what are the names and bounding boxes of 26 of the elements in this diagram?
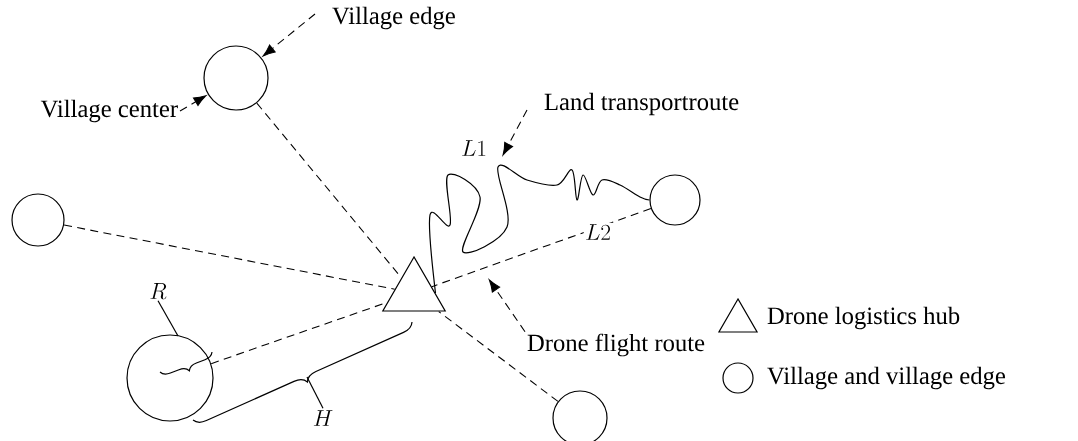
- callout-text: Drone flight route: [527, 333, 705, 357]
- callout-text: Land transportroute: [544, 92, 739, 116]
- edge-label: $L2$: [583, 222, 613, 242]
- flight-route-line: [63, 224, 396, 290]
- village-circle: [126, 334, 214, 422]
- leader-line: [157, 300, 179, 337]
- flight-route-line: [438, 311, 559, 402]
- land-route-line: [428, 164, 650, 294]
- flight-route-line: [210, 301, 388, 365]
- leader-line: [306, 376, 324, 409]
- legend-text: Drone logistics hub: [767, 306, 960, 330]
- legend-text: Village and village edge: [767, 366, 1006, 390]
- dimension-label: $H$: [313, 410, 333, 426]
- flight-route-line: [256, 102, 402, 279]
- edge-label: $L1$: [459, 138, 489, 158]
- leader-arrow: [502, 109, 528, 156]
- village-circle: [649, 174, 701, 226]
- callout-text: Village center: [40, 99, 178, 123]
- village-circle: [11, 193, 65, 247]
- callout-text: Village edge: [332, 6, 455, 30]
- flight-route-line: [431, 208, 652, 288]
- village-circle: [203, 45, 269, 111]
- leader-arrow: [179, 95, 207, 112]
- leader-arrow: [262, 13, 316, 57]
- dimension-label: $R$: [150, 283, 167, 300]
- leader-arrow: [488, 279, 526, 333]
